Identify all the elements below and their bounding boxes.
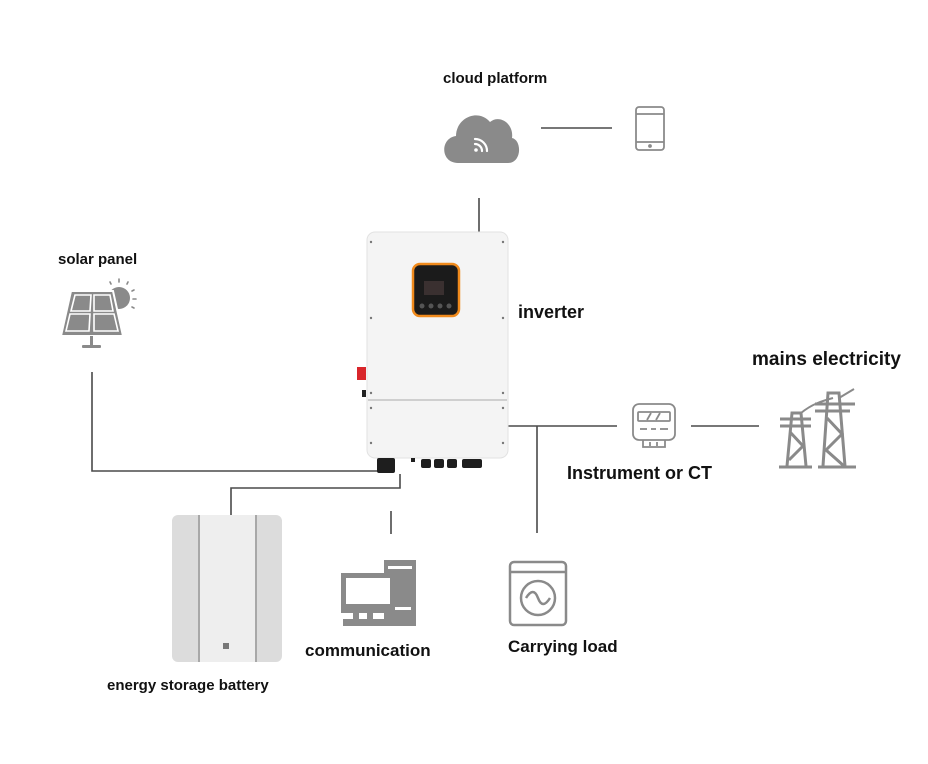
cable-glands: [377, 458, 482, 473]
power-tower-icon: [779, 388, 856, 469]
cloud-wifi-icon: [444, 115, 520, 163]
energy-storage-battery-label: energy storage battery: [107, 677, 269, 694]
solar-panel-icon: [59, 278, 137, 348]
desktop-computer-icon: [341, 560, 416, 626]
solar-panel-label: solar panel: [58, 251, 138, 268]
battery-logo: [223, 643, 229, 649]
connection-lines: [91, 127, 759, 534]
line-battery-inverter: [230, 474, 401, 515]
line-solar-inverter: [91, 372, 381, 472]
washing-machine-icon: [508, 560, 568, 627]
dc-switch: [357, 367, 366, 380]
instrument-ct-label: Instrument or CT: [567, 463, 713, 483]
smartphone-icon: [635, 106, 665, 151]
communication-label: communication: [305, 641, 431, 660]
mains-electricity-label: mains electricity: [752, 349, 901, 370]
inverter-label: inverter: [518, 302, 585, 322]
energy-meter-icon: [632, 403, 676, 448]
inverter-device: [357, 231, 509, 473]
carrying-load-label: Carrying load: [508, 637, 618, 656]
battery-cabinet: [172, 515, 282, 662]
cloud-platform-label: cloud platform: [443, 70, 548, 87]
